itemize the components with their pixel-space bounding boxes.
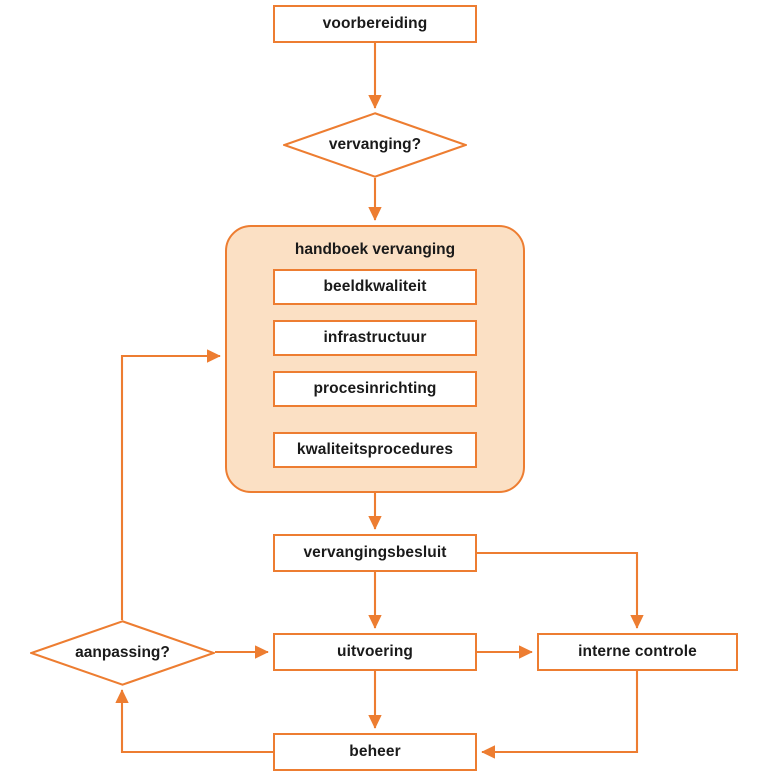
node-infrastructuur-label: infrastructuur	[323, 329, 427, 346]
node-uitvoering-label: uitvoering	[337, 643, 413, 660]
node-kwaliteitsprocedures-label: kwaliteitsprocedures	[296, 441, 454, 458]
edge-beheer-to-aanpassing	[115, 689, 273, 754]
node-kwaliteitsprocedures[interactable]: kwaliteitsprocedures	[273, 432, 477, 468]
edge-vervangingsbesluit-to-interne-controle	[477, 551, 644, 629]
node-handboek-title: handboek vervanging	[294, 241, 456, 258]
node-procesinrichting[interactable]: procesinrichting	[273, 371, 477, 407]
node-vervanging-decision[interactable]: vervanging?	[283, 112, 467, 178]
node-beeldkwaliteit-label: beeldkwaliteit	[323, 278, 427, 295]
edge-aanpassing-to-handboek	[120, 349, 221, 620]
node-beeldkwaliteit[interactable]: beeldkwaliteit	[273, 269, 477, 305]
node-vervangingsbesluit[interactable]: vervangingsbesluit	[273, 534, 477, 572]
edge-interne-controle-to-beheer	[481, 671, 639, 759]
node-vervanging-decision-label: vervanging?	[328, 136, 422, 153]
node-infrastructuur[interactable]: infrastructuur	[273, 320, 477, 356]
diamond-shape-aanpassing	[30, 620, 215, 686]
node-voorbereiding[interactable]: voorbereiding	[273, 5, 477, 43]
diamond-shape-vervanging	[283, 112, 467, 178]
node-vervangingsbesluit-label: vervangingsbesluit	[303, 544, 447, 561]
node-uitvoering[interactable]: uitvoering	[273, 633, 477, 671]
node-aanpassing-decision-label: aanpassing?	[75, 644, 170, 661]
node-interne-controle[interactable]: interne controle	[537, 633, 738, 671]
node-voorbereiding-label: voorbereiding	[322, 15, 428, 32]
node-beheer[interactable]: beheer	[273, 733, 477, 771]
node-procesinrichting-label: procesinrichting	[313, 380, 437, 397]
node-interne-controle-label: interne controle	[578, 643, 697, 660]
node-aanpassing-decision[interactable]: aanpassing?	[30, 620, 215, 686]
node-beheer-label: beheer	[349, 743, 401, 760]
